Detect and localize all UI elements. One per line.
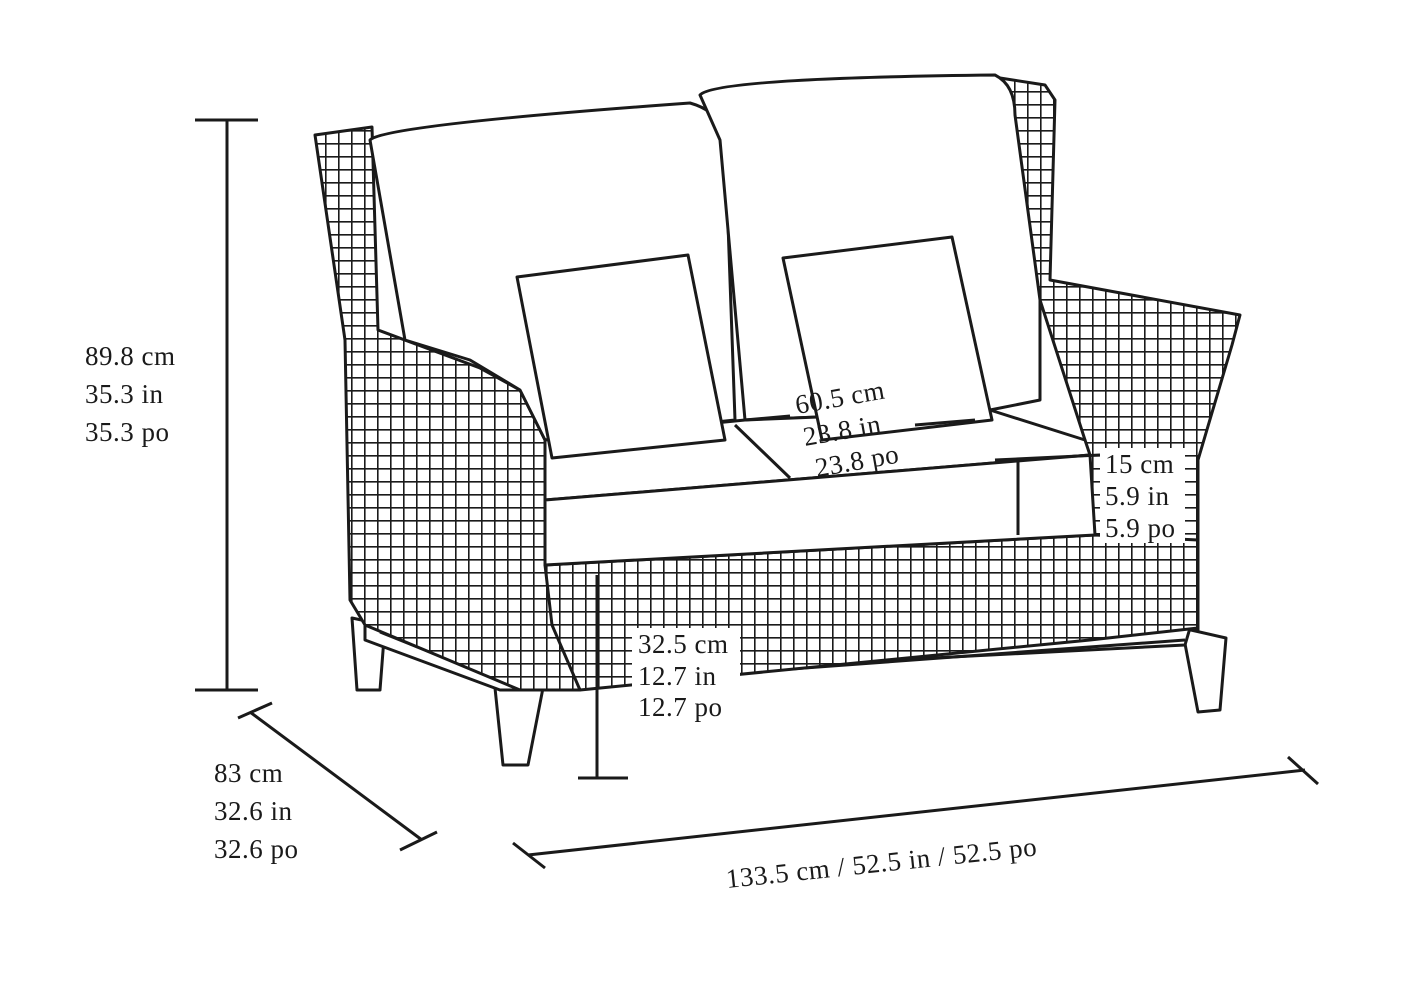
cushion-thickness-dimension: 15 cm 5.9 in 5.9 po [994,448,1185,543]
width-tick-end [1286,755,1320,786]
width-dimension: 133.5 cm / 52.5 in / 52.5 po [512,755,1320,894]
cushion-thickness-cm: 15 cm [1105,449,1174,479]
seat-depth-dimension: 60.5 cm 23.8 in 23.8 po [733,375,976,483]
seat-depth-dimension-line [733,423,792,480]
cushion-thickness-leader [994,453,1101,462]
floor-clearance-cm: 32.5 cm [638,629,729,659]
cushion-thickness-po: 5.9 po [1105,513,1176,543]
height-dimension: 89.8 cm 35.3 in 35.3 po [85,118,258,692]
floor-clearance-label-background [632,628,740,720]
width-label: 133.5 cm / 52.5 in / 52.5 po [724,831,1038,894]
height-po: 35.3 po [85,417,170,447]
depth-dimension: 83 cm 32.6 in 32.6 po [214,701,438,864]
floor-clearance-dimension: 32.5 cm 12.7 in 12.7 po [578,575,740,780]
depth-cm: 83 cm [214,758,283,788]
throw-pillow-left [515,253,727,460]
seat-depth-leader-right [914,418,976,427]
cushion-thickness-label-background [1100,448,1185,543]
sofa-cushions [368,73,1097,567]
seat-cushion-front [543,453,1097,567]
width-tick-start [512,841,546,870]
depth-tick-end [399,830,438,852]
leg-front-right [1180,626,1228,714]
width-dimension-line [527,768,1306,857]
leg-front-left [493,686,545,767]
floor-clearance-in: 12.7 in [638,661,717,691]
floor-clearance-po: 12.7 po [638,692,723,722]
height-in: 35.3 in [85,379,164,409]
height-cm: 89.8 cm [85,341,176,371]
depth-dimension-line [249,710,423,842]
throw-pillow-right [781,235,994,442]
depth-in: 32.6 in [214,796,293,826]
cushion-thickness-in: 5.9 in [1105,481,1170,511]
depth-po: 32.6 po [214,834,299,864]
depth-tick-start [237,701,273,720]
seat-depth-leader-left [744,414,791,422]
